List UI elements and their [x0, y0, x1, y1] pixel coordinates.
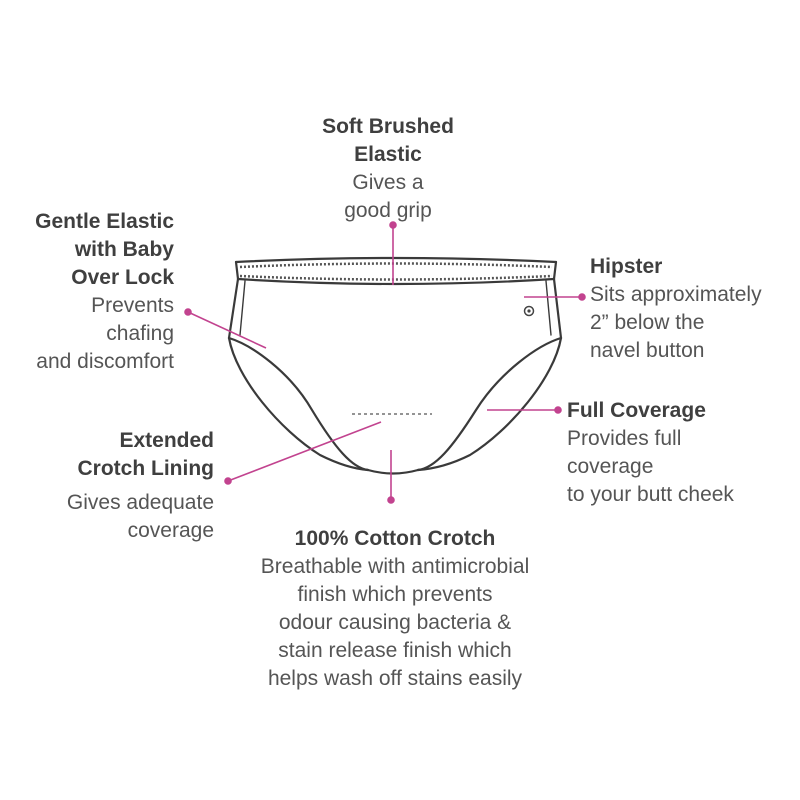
callout-title: Soft Brushed — [322, 115, 454, 138]
left-leg-opening-inner — [227, 336, 370, 472]
right-leg-opening-inner — [416, 336, 563, 472]
callout-desc: good grip — [344, 199, 432, 222]
callout-soft-brushed-elastic: Soft Brushed Elastic Gives a good grip — [290, 113, 486, 225]
callout-title: Hipster — [590, 255, 663, 278]
callout-desc: Sits approximately — [590, 283, 762, 306]
callout-desc: Breathable with antimicrobial — [260, 555, 530, 578]
callout-desc: coverage — [127, 519, 214, 542]
callout-title: Over Lock — [71, 266, 174, 289]
callout-desc: odour causing bacteria & — [278, 611, 512, 634]
callout-leaders — [184, 221, 586, 504]
callout-extended-crotch-lining: Extended Crotch Lining Gives adequate co… — [20, 427, 214, 545]
waistband-top-edge — [234, 256, 558, 264]
callout-desc: finish which prevents — [297, 583, 493, 606]
callout-desc: Prevents — [91, 294, 174, 317]
callout-title: with Baby — [74, 238, 174, 261]
leader-crotch-lining — [227, 421, 382, 482]
waistband-stitch-top — [239, 262, 553, 269]
callout-desc: chafing — [106, 322, 174, 345]
callout-desc: 2” below the — [590, 311, 705, 334]
callout-desc: to your butt cheek — [567, 483, 734, 506]
callout-title: 100% Cotton Crotch — [294, 527, 496, 550]
callout-title: Crotch Lining — [77, 457, 214, 480]
callout-full-coverage: Full Coverage Provides full coverage to … — [567, 397, 782, 509]
left-side-seam — [227, 277, 240, 340]
waistband-bottom-edge — [236, 277, 556, 286]
callout-gentle-elastic: Gentle Elastic with Baby Over Lock Preve… — [4, 208, 174, 376]
callout-desc: Provides full — [567, 427, 682, 450]
callout-title: Gentle Elastic — [35, 210, 174, 233]
logo-tag-icon — [523, 305, 535, 317]
waistband-right-edge — [552, 260, 558, 281]
callout-title: Full Coverage — [567, 399, 706, 422]
callout-desc: Gives a — [352, 171, 424, 194]
callout-desc: Gives adequate — [66, 491, 214, 514]
right-inner-side-line — [545, 280, 552, 336]
callout-desc: helps wash off stains easily — [267, 667, 523, 690]
callout-title: Elastic — [354, 143, 422, 166]
callout-title: Extended — [119, 429, 214, 452]
callout-desc: navel button — [590, 339, 705, 362]
leader-leg-elastic — [187, 311, 267, 349]
waistband-stitch-bottom — [239, 274, 553, 281]
brief-illustration — [227, 256, 563, 475]
callout-hipster: Hipster Sits approximately 2” below the … — [590, 253, 795, 365]
left-leg-opening-outer — [227, 336, 370, 472]
waistband-left-edge — [234, 260, 240, 281]
callout-desc: and discomfort — [36, 350, 174, 373]
right-side-seam — [552, 277, 563, 340]
left-inner-side-line — [239, 280, 246, 336]
callout-desc: coverage — [567, 455, 654, 478]
right-leg-opening-outer — [416, 336, 563, 472]
crotch-bottom — [366, 468, 420, 475]
callout-desc: stain release finish which — [278, 639, 512, 662]
callout-cotton-crotch: 100% Cotton Crotch Breathable with antim… — [220, 525, 570, 693]
